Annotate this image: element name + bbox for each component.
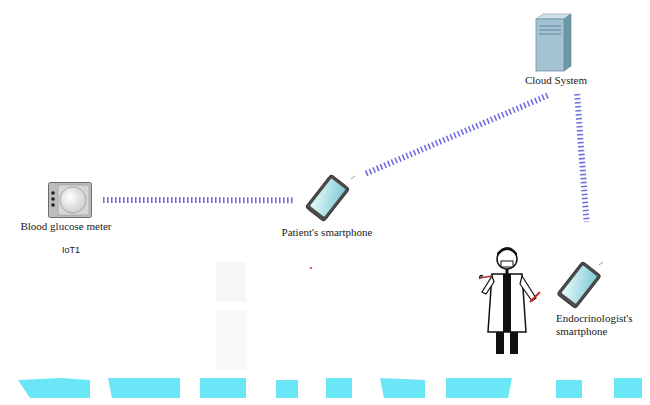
meter-icon: [48, 182, 92, 218]
device-id: IoT1: [51, 244, 91, 257]
wireless-link: [577, 94, 586, 222]
bottom-bars: [18, 378, 642, 398]
device-node: Blood glucose meterIoT1: [48, 182, 92, 218]
device-label: Endocrinologist's smartphone: [556, 312, 650, 338]
device-label: Patient's smartphone: [267, 226, 387, 239]
device-label: Cloud System: [500, 74, 612, 87]
wireless-link: [103, 200, 295, 201]
smartphone-icon: [555, 262, 603, 308]
stray-dot: [310, 267, 312, 269]
device-node: Cloud System: [508, 12, 604, 94]
faint-block: [216, 310, 246, 370]
device-node: Endocrinologist's smartphone: [555, 262, 603, 308]
device-node: Patient's smartphone: [300, 176, 355, 220]
faint-block: [216, 262, 246, 302]
doctor-figure: [480, 247, 540, 354]
device-label: Blood glucose meter: [6, 220, 126, 233]
smartphone-icon: [300, 176, 355, 220]
wireless-link: [366, 95, 549, 174]
